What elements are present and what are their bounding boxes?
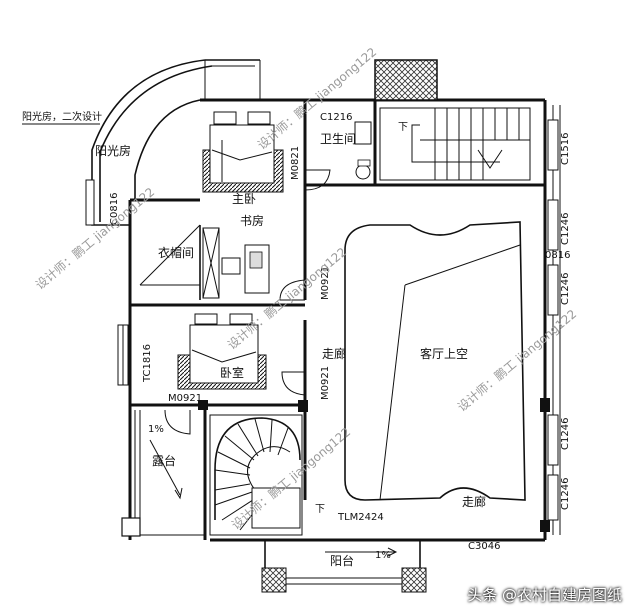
interior-walls — [130, 100, 545, 540]
sunroom-outline — [91, 59, 261, 226]
balcony-outline — [261, 540, 427, 593]
code-c0816: C0816 — [109, 193, 120, 225]
footer-credit: 头条 @农村自建房图纸 — [467, 586, 622, 604]
bedroom-label: 卧室 — [220, 365, 244, 380]
study-desk — [221, 244, 270, 294]
code-c1216: C1216 — [320, 112, 352, 123]
living-void-label: 客厅上空 — [420, 346, 468, 361]
sunroom-label: 阳光房 — [95, 143, 131, 158]
code-c1516: C1516 — [560, 133, 571, 165]
code-c1246-c: C1246 — [560, 418, 571, 450]
study-label: 书房 — [240, 213, 264, 228]
sunroom-note-label: 阳光房，二次设计 — [22, 110, 102, 123]
slope-terrace: 1% — [148, 424, 164, 435]
bathroom-fixtures — [354, 121, 372, 180]
code-m0821: M0821 — [290, 146, 301, 180]
bathroom-label: 卫生间 — [320, 132, 356, 146]
code-tlm2424: TLM2424 — [337, 512, 384, 523]
bedroom-bed — [177, 313, 267, 390]
stair-down-spiral: 下 — [315, 504, 325, 515]
stair-down-main: 下 — [398, 122, 408, 133]
code-c1246-d: C1246 — [560, 478, 571, 510]
living-void-outline — [344, 221, 526, 501]
corridor-left-label: 走廊 — [322, 346, 346, 361]
master-bed — [202, 111, 284, 193]
terrace-label: 露台 — [152, 453, 176, 468]
doors — [164, 169, 331, 435]
code-c1246-a: C1246 — [560, 213, 571, 245]
code-m0921-c: M0921 — [168, 393, 202, 404]
corridor-bottom-label: 走廊 — [462, 494, 486, 509]
windows — [85, 119, 559, 521]
code-c0816-side: 0816 — [545, 250, 570, 261]
spiral-stair — [209, 414, 303, 536]
code-m0921-a: M0921 — [320, 266, 331, 300]
cloakroom-label: 衣帽间 — [158, 245, 194, 260]
watermark-4: 设计师：鹏工 jiangong122 — [455, 307, 579, 414]
watermark-2: 设计师：鹏工 jiangong122 — [33, 185, 157, 292]
outer-walls — [128, 59, 561, 542]
master-bedroom-label: 主卧 — [232, 192, 256, 206]
code-c3046: C3046 — [468, 541, 500, 552]
code-m0921-b: M0921 — [320, 366, 331, 400]
main-stair — [379, 107, 531, 181]
balcony-label: 阳台 — [330, 553, 354, 568]
labels: 阳光房，二次设计 阳光房 主卧 卫生间 书房 衣帽间 卧室 走廊 客厅上空 走廊… — [22, 110, 571, 568]
slope-balcony: 1% — [375, 550, 391, 561]
code-c1246-b: C1246 — [560, 273, 571, 305]
code-tc1816: TC1816 — [142, 344, 153, 383]
terrace-outline — [121, 410, 205, 537]
